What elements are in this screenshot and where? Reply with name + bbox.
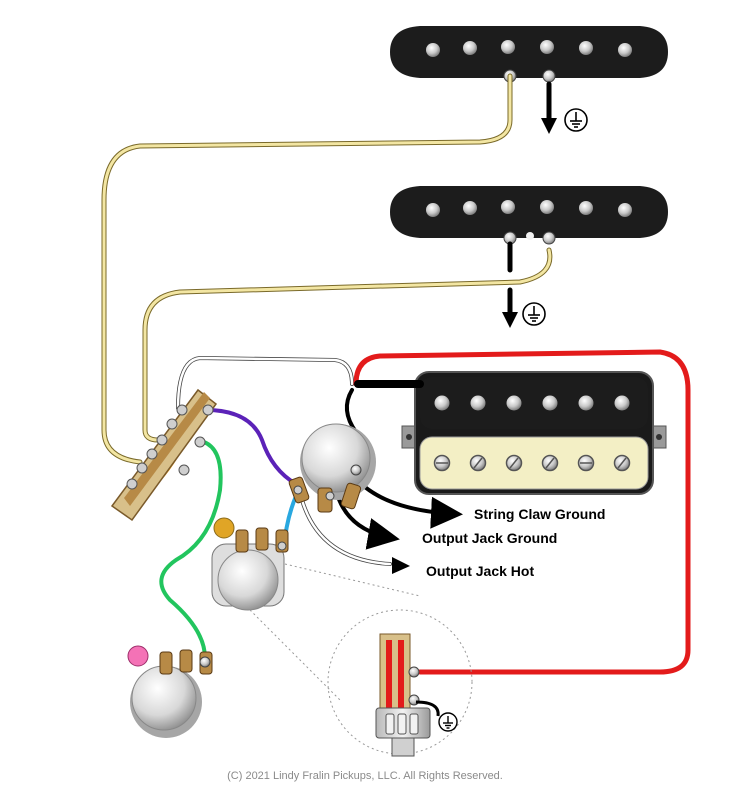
copyright-footer: (C) 2021 Lindy Fralin Pickups, LLC. All … <box>227 770 503 782</box>
tone-pot-upper <box>211 517 289 611</box>
bridge-humbucker <box>401 371 667 495</box>
middle-pickup <box>390 186 668 245</box>
volume-pot <box>288 423 376 513</box>
label-output-jack-ground: Output Jack Ground <box>422 530 558 546</box>
middle-pickup-poles <box>426 200 632 217</box>
wire-humbucker-hot <box>353 349 691 675</box>
wire-purple <box>204 408 298 486</box>
wire-green <box>159 440 223 660</box>
ground-symbol-icon <box>564 108 588 132</box>
middle-pickup-eyelet-center <box>526 232 534 240</box>
middle-pickup-eyelet-right <box>542 231 556 245</box>
humbucker-bottom-screws <box>433 454 631 472</box>
switch-lugs <box>126 404 214 490</box>
humbucker-top-poles <box>434 395 630 411</box>
tone-cap-pink-icon <box>127 645 149 667</box>
five-way-switch <box>110 388 218 522</box>
neck-pickup <box>390 26 668 83</box>
tone-cap-orange-icon <box>213 517 235 539</box>
wires <box>101 73 691 675</box>
label-output-jack-hot: Output Jack Hot <box>426 563 535 579</box>
tone-pot-lower <box>127 645 213 738</box>
ground-symbol-icon <box>438 712 458 732</box>
output-jack-detail <box>249 563 473 757</box>
ground-symbol-icon <box>522 302 546 326</box>
neck-pickup-eyelet-right <box>542 69 556 83</box>
label-string-claw-ground: String Claw Ground <box>474 506 606 522</box>
neck-pickup-poles <box>426 40 632 57</box>
